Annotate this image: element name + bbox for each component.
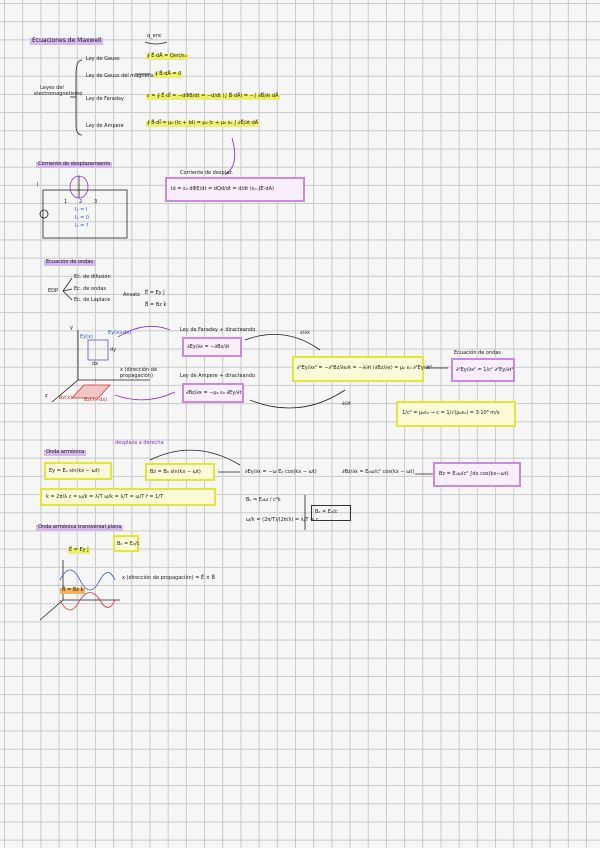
harmonic-deriv2: ∂Bz/∂x = E₀ω/c² cos(kx − ωt) <box>342 469 415 475</box>
d-dx-label: ∂/∂x <box>300 330 310 336</box>
ansatz-e: E⃗ = Ey ĵ <box>145 290 165 296</box>
ey-formula: Ey = E₀ sin(kx − ωt) <box>49 468 100 474</box>
ampere-caption: Ley de Ampere + diracteando <box>180 373 256 379</box>
displacement-formula: Id = ε₀ dΦE/dt = dQd/dt = d/dt (ε₀ ∮E·dA… <box>171 186 274 192</box>
harmonic-title: Onda armónica <box>44 449 87 456</box>
harmonic-result: Bz = E₀ω/c² ∫dx cos(kx−ωt) <box>439 471 509 477</box>
axis-bzx: Bz(x) <box>59 395 72 401</box>
harmonic-deriv1: ∂Ey/∂x = −ω E₀ cos(kx − ωt) <box>245 469 317 475</box>
displacement-formula-title: Corriente de desplaz. <box>180 170 234 176</box>
axis-y: y <box>70 325 73 331</box>
wave-eq-title: Ecuación de ondas <box>454 350 502 356</box>
law-faraday-name: Ley de Faraday <box>86 96 124 102</box>
law-gauss-mag-name: Ley de Gauss del magnetismo <box>86 73 162 79</box>
law-gauss-name: Ley de Gauss <box>86 56 120 62</box>
waves-title: Ecuación de ondas <box>44 259 96 266</box>
b0-result-box: B₀ = E₀/c <box>311 505 351 521</box>
axis-eyx: Ey(x) <box>80 334 93 340</box>
axis-bzx-dx: Bz(x+dx) <box>84 397 108 403</box>
displacement-formula-box: Id = ε₀ dΦE/dt = dQd/dt = d/dt (ε₀ ∮E·dA… <box>165 177 305 202</box>
faraday-box: ∂Ey/∂x = −∂Bz/∂t <box>182 337 242 357</box>
law-ampere-name: Ley de Ampere <box>86 123 124 129</box>
ratio-formula: ω/k = (2π/T)/(2π/λ) = λ/T = c <box>246 517 319 523</box>
displacement-title: Corriente de desplazamiento <box>36 161 113 168</box>
faraday-wave-formula: ∂Ey/∂x = −∂Bz/∂t <box>187 344 230 350</box>
d-dt-label: ∂/∂t <box>342 401 351 407</box>
bz-box: Bz = B₀ sin(kx − ωt) <box>145 463 215 481</box>
circuit-label-1: 1 <box>64 199 68 205</box>
circuit-label-2: 2 <box>79 199 83 205</box>
combined-box: ∂²Ey/∂x² = −∂²Bz/∂x∂t = −∂/∂t (∂Bz/∂x) =… <box>292 356 432 382</box>
speed-box: 1/c² = μ₀ε₀ → c = 1/√(μ₀ε₀) = 3·10⁸ m/s <box>396 401 516 427</box>
current-i3: I₃ = ? <box>75 223 89 229</box>
current-i2: I₂ = 0 <box>75 215 90 221</box>
plane-title: Onda armónica transversal plana <box>36 524 124 531</box>
wave-eq-box: ∂²Ey/∂x² = 1/c² ∂²Ey/∂t² <box>451 358 515 382</box>
laws-group-label: Leyes del electromagnetismo <box>34 85 83 97</box>
axis-z: z <box>45 393 48 399</box>
axis-eyx-dx: Ey(x+dx) <box>108 330 132 336</box>
ansatz-b: B⃗ = Bz k̂ <box>145 302 167 308</box>
plane-b0-box: B₀ = E₀/c <box>113 535 139 552</box>
q-enc-label: q_enc <box>147 33 162 39</box>
harmonic-relations: k = 2π/λ c = ω/k = λ/T ω/k = λ/T = ω/T f… <box>46 494 163 500</box>
faraday-caption: Ley de Faraday + diracteando <box>180 327 256 333</box>
circuit-label-3: 3 <box>94 199 98 205</box>
axis-dy: dy <box>110 347 117 353</box>
law-faraday-formula: ε = ∮ E⃗·dl⃗ = −dΦB/dt = −d/dt (∫ B⃗·dA⃗… <box>146 93 280 100</box>
law-gauss-mag-formula: ∮ B⃗·dA⃗ = 0 <box>154 71 183 78</box>
wave-eq-formula: ∂²Ey/∂x² = 1/c² ∂²Ey/∂t² <box>456 367 514 373</box>
ampere-box: ∂Bz/∂x = −μ₀ ε₀ ∂Ey/∂t <box>182 383 244 403</box>
axis-dx: dx <box>92 361 99 367</box>
b0-result: B₀ = E₀/c <box>315 509 338 515</box>
law-gauss-formula: ∮ E⃗·dA⃗ = Qint/ε₀ <box>146 53 188 60</box>
axis-x: x (dirección de propagación) <box>120 367 158 379</box>
edp-laplace: Ec. de Laplace <box>74 297 111 303</box>
b0-formula: B₀ = E₀ω / c²k <box>246 497 281 503</box>
combined-formula: ∂²Ey/∂x² = −∂²Bz/∂x∂t = −∂/∂t (∂Bz/∂x) =… <box>297 365 433 371</box>
maxwell-title: Ecuaciones de Maxwell <box>30 37 104 45</box>
harmonic-result-box: Bz = E₀ω/c² ∫dx cos(kx−ωt) <box>433 462 521 487</box>
bz-formula: Bz = B₀ sin(kx − ωt) <box>150 469 201 475</box>
harmonic-note: desplaza a derecha <box>115 440 164 446</box>
speed-formula: 1/c² = μ₀ε₀ → c = 1/√(μ₀ε₀) = 3·10⁸ m/s <box>402 410 500 416</box>
ampere-wave-formula: ∂Bz/∂x = −μ₀ ε₀ ∂Ey/∂t <box>186 390 242 396</box>
ey-box: Ey = E₀ sin(kx − ωt) <box>44 462 112 480</box>
relations-box: k = 2π/λ c = ω/k = λ/T ω/k = λ/T = ω/T f… <box>40 488 216 506</box>
edp-diffusion: Ec. de difusión <box>74 274 111 280</box>
laws-bracket <box>75 59 83 136</box>
law-ampere-formula: ∮ B⃗·dl⃗ = μ₀ (Ic + Id) = μ₀ Ic + μ₀ ε₀ … <box>146 120 260 127</box>
ac-source-icon <box>39 209 49 219</box>
plane-b-label: B⃗ = Bz k̂ <box>60 587 86 594</box>
plane-x-label: x (dirección de propagación) = E⃗ × B⃗ <box>122 575 215 581</box>
edp-waves: Ec. de ondas <box>74 286 106 292</box>
ansatz-label: Ansatz <box>123 292 140 298</box>
circuit-label-i: I <box>37 182 39 188</box>
plane-b0: B₀ = E₀/c <box>117 541 140 547</box>
circuit-wire <box>42 189 128 239</box>
edp-label: EDP <box>48 288 59 294</box>
current-i1: I₁ = I <box>75 207 88 213</box>
plane-e-label: E⃗ = Ey ĵ <box>68 547 90 554</box>
